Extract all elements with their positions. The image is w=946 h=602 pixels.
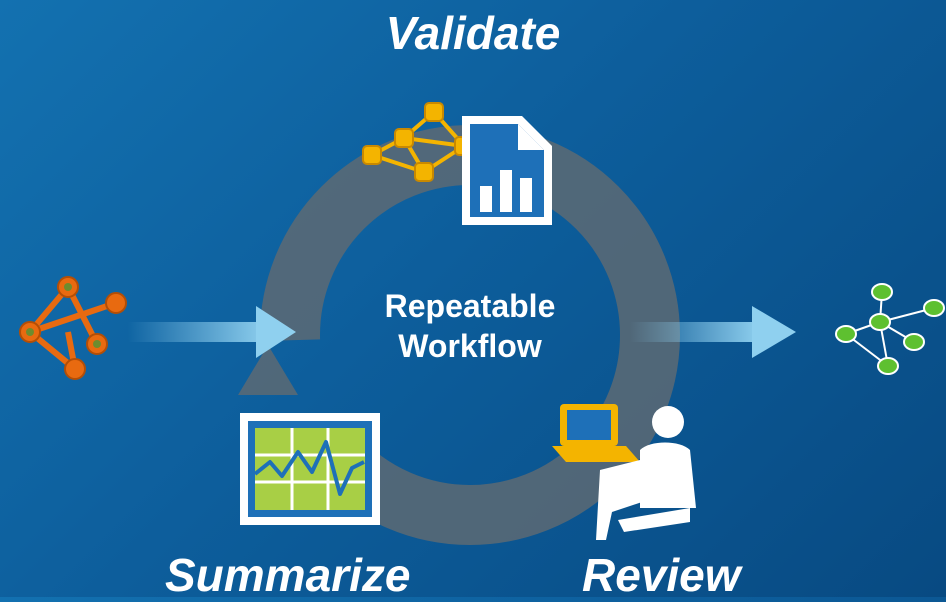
- person-laptop-icon: [552, 404, 696, 540]
- stage-title-review: Review: [582, 549, 741, 601]
- chart-monitor-icon: [240, 413, 380, 525]
- input-arrow: [128, 306, 296, 358]
- network-graph-icon: [19, 276, 127, 380]
- output-arrow: [630, 306, 796, 358]
- network-graph-icon: [835, 283, 945, 375]
- network-report-icon: [362, 102, 552, 225]
- stage-title-summarize: Summarize: [165, 549, 411, 601]
- center-label-line2: Workflow: [398, 328, 542, 364]
- stage-title-validate: Validate: [385, 7, 561, 59]
- center-label: Repeatable Workflow: [350, 286, 590, 366]
- center-label-line1: Repeatable: [384, 288, 556, 324]
